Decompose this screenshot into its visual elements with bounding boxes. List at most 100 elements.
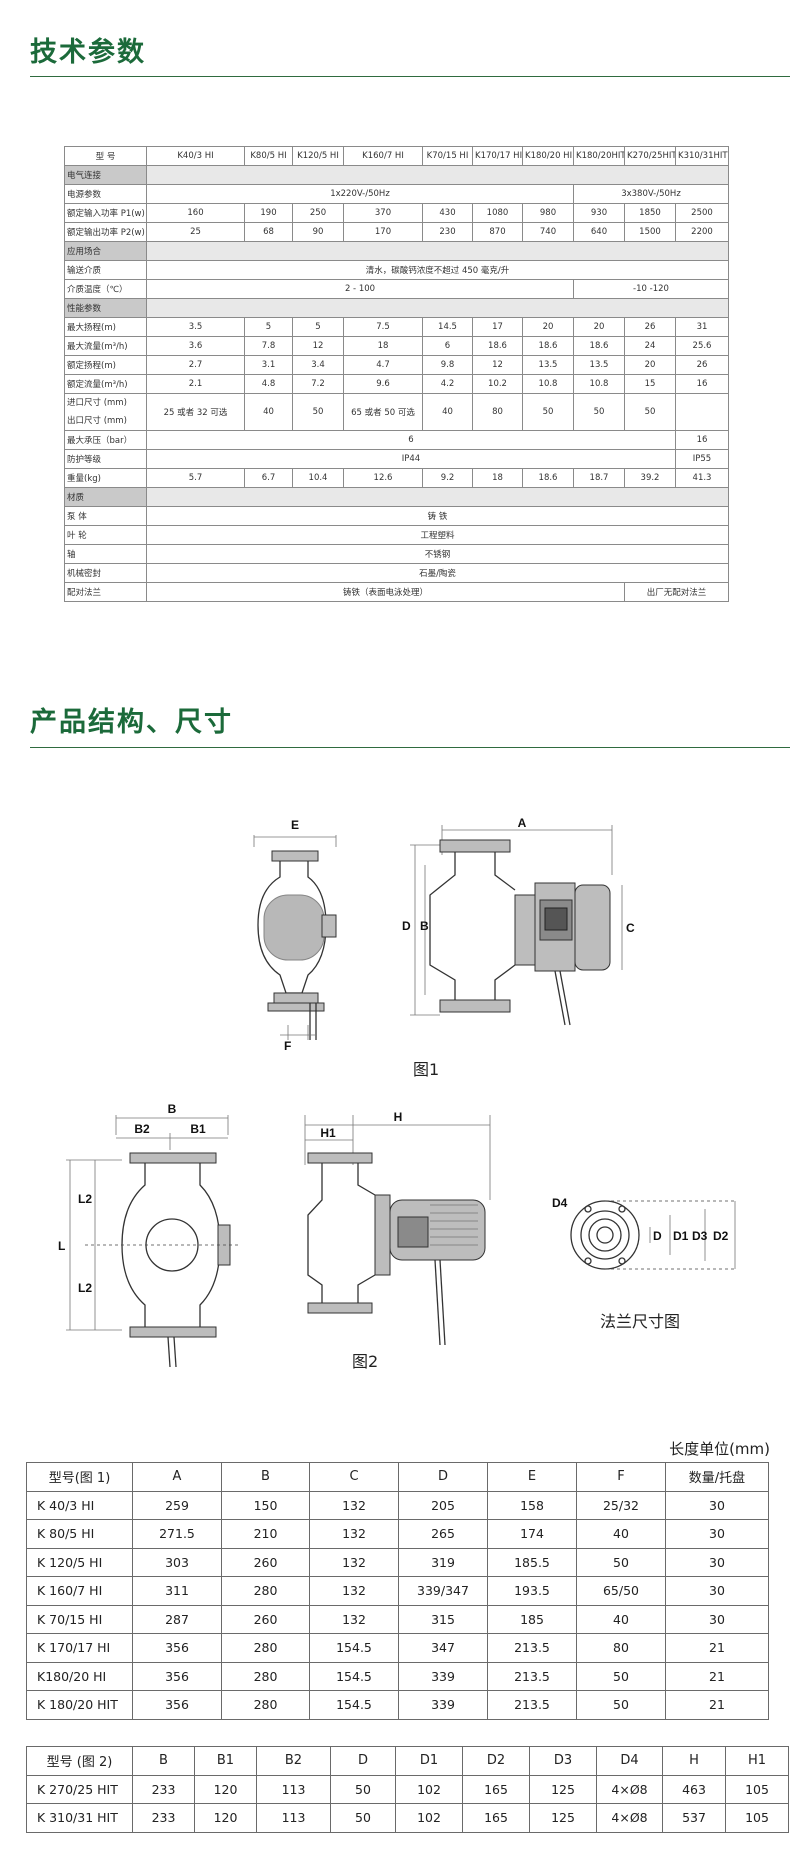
spec-cell: 68 — [244, 222, 293, 242]
spec-row-medium: 输送介质 清水，碳酸钙浓度不超过 450 毫克/升 — [64, 260, 729, 280]
dim-label-c: C — [626, 921, 635, 935]
spec-row-label: 额定流量(m³/h) — [64, 374, 147, 394]
dim-label-l2-top: L2 — [78, 1192, 92, 1206]
spec-cell: 870 — [472, 222, 523, 242]
model-cell: K 170/17 HI — [26, 1633, 133, 1663]
spec-cell: 10.8 — [573, 374, 625, 394]
spec-cell: 铸 铁 — [146, 506, 729, 526]
dim-label-d1: D1 — [673, 1229, 689, 1243]
spec-cell: 18 — [343, 336, 423, 356]
spec-cell: 640 — [573, 222, 625, 242]
table-cell: 4×Ø8 — [596, 1803, 663, 1833]
table-cell: 132 — [309, 1604, 399, 1634]
spec-cell: 清水，碳酸钙浓度不超过 450 毫克/升 — [146, 260, 729, 280]
table-header-cell: E — [487, 1462, 577, 1492]
spec-cell: 250 — [292, 203, 344, 223]
model-cell: K 160/7 HI — [26, 1576, 133, 1606]
spec-cell: 7.5 — [343, 317, 423, 337]
table-header-cell: 型号 (图 2) — [26, 1746, 133, 1776]
table-cell: 80 — [576, 1633, 666, 1663]
spec-header-cell: 型 号 — [64, 146, 147, 166]
spec-cell: 6 — [146, 430, 676, 450]
table-cell: 102 — [395, 1803, 463, 1833]
section-title-specs: 技术参数 — [30, 37, 146, 68]
spec-row-label: 输送介质 — [64, 260, 147, 280]
spec-row-label: 配对法兰 — [64, 582, 147, 602]
spec-row-label: 额定输出功率 P2(w) — [64, 222, 147, 242]
table-cell: 213.5 — [487, 1690, 577, 1720]
spec-row-p2: 额定输出功率 P2(w) 25 68 90 170 230 870 740 64… — [64, 222, 729, 242]
spec-cell: 18.6 — [573, 336, 625, 356]
table-cell: 185.5 — [487, 1547, 577, 1577]
table-cell: 120 — [194, 1774, 257, 1804]
spec-cell: 160 — [146, 203, 245, 223]
table-cell: 319 — [398, 1547, 488, 1577]
spec-cell: 50 — [624, 393, 676, 431]
spec-cell: 14.5 — [422, 317, 473, 337]
table-cell: 30 — [665, 1576, 769, 1606]
spec-cell: 18.6 — [472, 336, 523, 356]
spec-section-label: 材质 — [64, 487, 147, 507]
spec-row-label: 进口尺寸 (mm) 出口尺寸 (mm) — [64, 393, 147, 431]
spec-cell: 12 — [472, 355, 523, 375]
table-header-cell: D2 — [462, 1746, 530, 1776]
table-cell: 158 — [487, 1490, 577, 1520]
spec-cell: 3.5 — [146, 317, 245, 337]
flange-figure-caption: 法兰尺寸图 — [600, 1312, 681, 1331]
spec-cell: 90 — [292, 222, 344, 242]
table-cell: 125 — [529, 1774, 597, 1804]
spec-cell: 370 — [343, 203, 423, 223]
table-header-cell: F — [576, 1462, 666, 1492]
table-cell: 280 — [221, 1690, 310, 1720]
spec-cell: 40 — [244, 393, 293, 431]
spec-row-label: 额定输入功率 P1(w) — [64, 203, 147, 223]
table-cell: 132 — [309, 1576, 399, 1606]
spec-row-seal: 机械密封 石墨/陶瓷 — [64, 563, 729, 583]
spec-cell: 铸铁（表面电泳处理） — [146, 582, 625, 602]
table-cell: 165 — [462, 1774, 530, 1804]
spec-cell: 3.4 — [292, 355, 344, 375]
dim-label-h1: H1 — [320, 1126, 336, 1140]
section-divider — [30, 747, 790, 748]
spec-cell: 18 — [472, 468, 523, 488]
spec-row-temp: 介质温度（℃） 2 - 100 -10 -120 — [64, 279, 729, 299]
spec-row-ratedflow: 额定流量(m³/h) 2.1 4.8 7.2 9.6 4.2 10.2 10.8… — [64, 374, 729, 394]
spec-cell: 16 — [675, 430, 729, 450]
spec-cell: 13.5 — [573, 355, 625, 375]
model-cell: K180/20 HI — [26, 1661, 133, 1691]
spec-row-label: 重量(kg) — [64, 468, 147, 488]
table-cell: 280 — [221, 1633, 310, 1663]
table-cell: 280 — [221, 1576, 310, 1606]
spec-row-label: 额定扬程(m) — [64, 355, 147, 375]
spec-cell: 工程塑料 — [146, 525, 729, 545]
spec-cell: 2.1 — [146, 374, 245, 394]
table-header-cell: 型号(图 1) — [26, 1462, 133, 1492]
table-cell: 50 — [576, 1661, 666, 1691]
spec-cell: 3.6 — [146, 336, 245, 356]
table-cell: 265 — [398, 1519, 488, 1549]
pump-front-view-drawing: D B A C — [402, 816, 635, 1026]
spec-row-label: 最大流量(m³/h) — [64, 336, 147, 356]
spec-cell: 26 — [624, 317, 676, 337]
spec-row-label: 泵 体 — [64, 506, 147, 526]
spec-cell: 980 — [522, 203, 574, 223]
spec-cell: 50 — [292, 393, 344, 431]
dim-label-d3: D3 — [692, 1229, 708, 1243]
dim-label-b-fig2: B — [168, 1102, 177, 1116]
spec-cell: 40 — [422, 393, 473, 431]
table-cell: 315 — [398, 1604, 488, 1634]
table-cell: 132 — [309, 1547, 399, 1577]
table-cell: 65/50 — [576, 1576, 666, 1606]
spec-header-cell: K160/7 HI — [343, 146, 423, 166]
spec-cell: 5.7 — [146, 468, 245, 488]
table-header-cell: B — [132, 1746, 195, 1776]
spec-row-label: 轴 — [64, 544, 147, 564]
